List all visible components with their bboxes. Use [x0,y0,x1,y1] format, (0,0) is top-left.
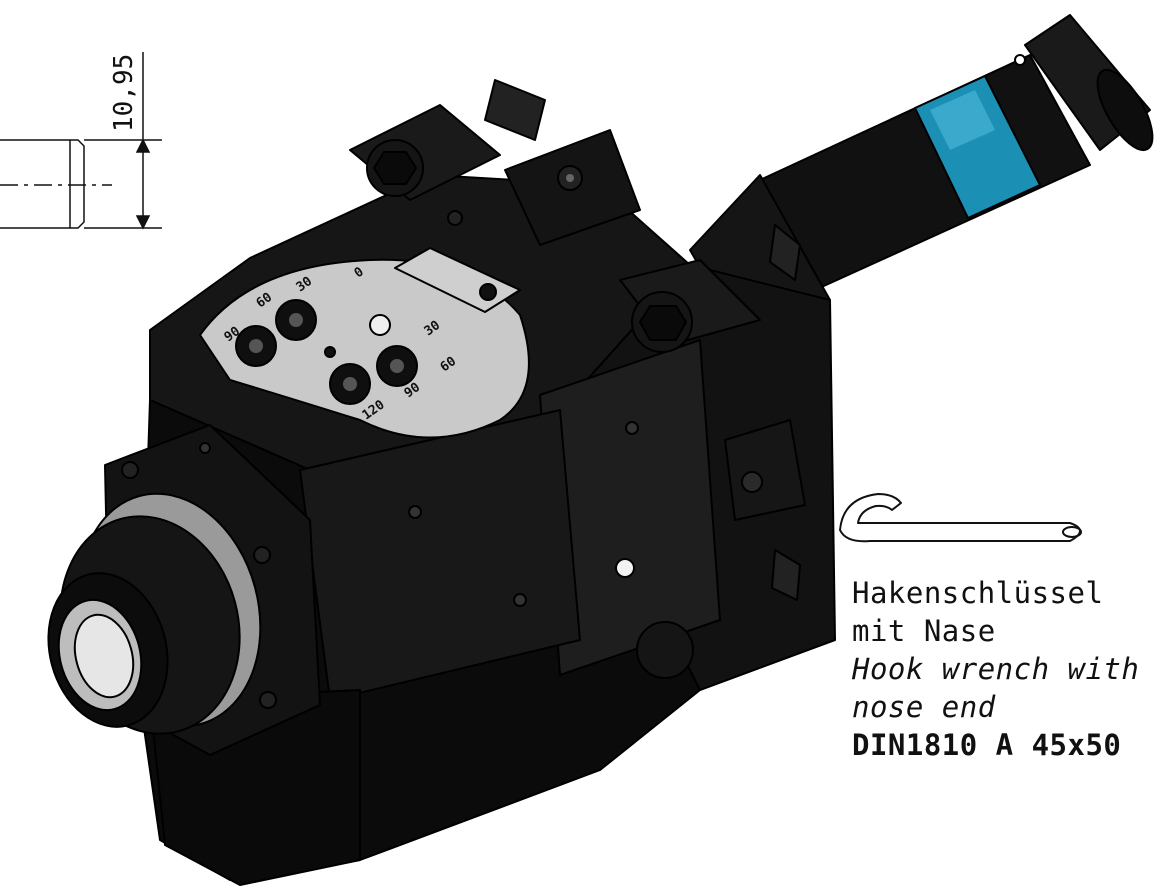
side-clamp-screw [741,471,763,493]
dimension-detail [0,52,162,230]
side-bolt-lower [636,621,694,679]
arrow-bottom [135,215,151,230]
blue-ring-highlight [930,90,995,150]
wrench-name-de-line2: mit Nase [852,614,996,648]
threaded-stud-right [769,224,801,281]
dial-label: 30 [294,274,316,295]
collet-nut [47,424,321,756]
wrench-name-de-line1: Hakenschlüssel [852,576,1104,610]
shank-body [759,54,1091,291]
thread-profile [0,139,85,229]
angle-dial [199,247,530,439]
small-top-screw [447,210,463,226]
dial-label: 30 [422,318,444,339]
arrow-top [135,138,151,153]
dial-screw-2-socket [249,339,263,353]
housing-screw-3 [513,593,527,607]
base-screw-1 [121,461,139,479]
side-bolt-right-hex [639,305,687,341]
hook-wrench-icon [839,493,1082,543]
threaded-stud-bottom [771,549,801,601]
scale-plate-screw [479,283,497,301]
shank-hole [1014,54,1026,66]
collet-bore-inner [73,613,135,699]
dial-small-hole [324,346,336,358]
dimension-value: 10,95 [109,54,139,132]
wrench-callout: Hakenschlüssel mit Nase Hook wrench with… [852,574,1139,764]
housing-screw-2 [408,505,422,519]
top-screw-center [566,174,574,182]
dial-label: 60 [254,290,276,311]
wrench-standard: DIN1810 A 45x50 [852,728,1122,762]
base-screw-3 [253,546,271,564]
housing-screw-1 [199,442,211,454]
dial-screw-1-socket [289,313,303,327]
wrench-name-en-line1: Hook wrench with [852,652,1140,686]
dial-hole-center [369,314,391,336]
wrench-name-en-line2: nose end [852,690,996,724]
housing-hole-light [615,558,635,578]
tool-holder-illustration [47,14,1154,886]
side-bolt-left-hex [373,151,417,185]
dial-label: 60 [438,354,460,375]
shank-end-face [1096,69,1154,151]
dial-screw-4-socket [343,377,357,391]
dial-label: 90 [402,380,424,401]
dial-screw-3-socket [390,359,404,373]
dial-label: 90 [222,324,244,345]
side-clamp [724,419,806,521]
threaded-stud-top [484,79,546,141]
housing-screw-4 [625,421,639,435]
base-screw-2 [259,691,277,709]
clamp-assembly [349,79,806,679]
dial-scale-labels: 90 60 30 0 30 60 90 120 [222,264,460,423]
